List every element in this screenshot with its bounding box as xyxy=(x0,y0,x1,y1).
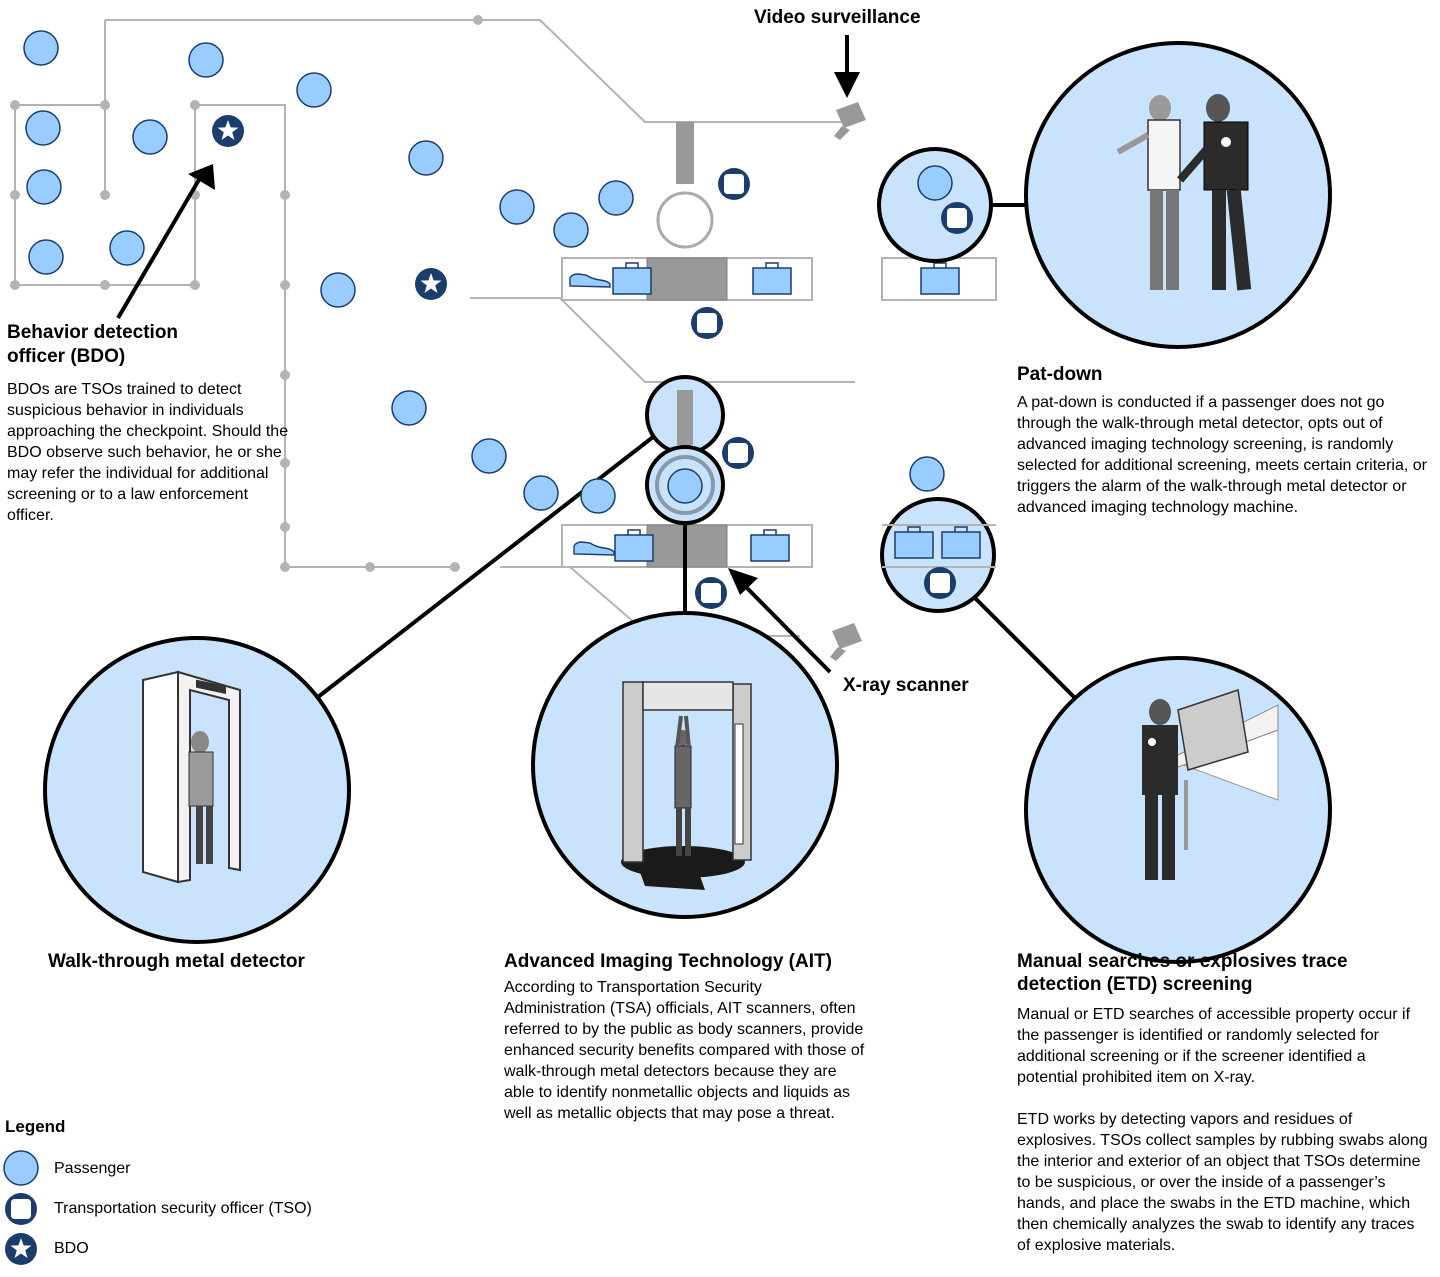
metal-detector-zoom-ring xyxy=(645,375,725,455)
ait-scanner-illustration xyxy=(531,611,839,919)
stanchion-posts xyxy=(10,15,483,572)
patdown-illustration xyxy=(1024,41,1332,349)
metal-detector-title: Walk-through metal detector xyxy=(48,951,305,972)
etd-description-2: ETD works by detecting vapors and residu… xyxy=(1017,1111,1428,1254)
bdo-title-line2: officer (BDO) xyxy=(7,346,126,367)
upper-lane xyxy=(561,122,997,301)
ait-description: According to Transportation Security Adm… xyxy=(504,979,865,1122)
legend-item-bdo: BDO xyxy=(54,1240,89,1257)
etd-description-1: Manual or ETD searches of accessible pro… xyxy=(1017,1006,1411,1086)
legend-item-passenger: Passenger xyxy=(54,1160,131,1177)
bdo-markers xyxy=(212,115,447,300)
etd-illustration xyxy=(1024,656,1332,964)
metal-detector-illustration xyxy=(43,636,351,944)
legend-item-tso: Transportation security officer (TSO) xyxy=(54,1200,312,1217)
ait-title: Advanced Imaging Technology (AIT) xyxy=(504,951,832,972)
legend-title: Legend xyxy=(5,1117,66,1136)
patdown-title: Pat-down xyxy=(1017,364,1103,385)
xray-scanner-label: X-ray scanner xyxy=(843,675,969,696)
etd-zoom-ring xyxy=(880,497,996,613)
bdo-title-line1: Behavior detection xyxy=(7,322,179,343)
queue-stanchions xyxy=(14,19,855,637)
video-surveillance-label: Video surveillance xyxy=(754,7,921,28)
etd-title-line2: detection (ETD) screening xyxy=(1017,974,1253,995)
callout-arrows xyxy=(116,35,860,674)
patdown-description: A pat-down is conducted if a passenger d… xyxy=(1017,394,1427,516)
ait-zoom-ring xyxy=(645,445,725,525)
video-camera-icon-bottom xyxy=(830,623,862,661)
bdo-description: BDOs are TSOs trained to detect suspicio… xyxy=(7,381,289,524)
patdown-zoom-ring xyxy=(877,147,993,263)
etd-title-line1: Manual searches or explosives trace xyxy=(1017,951,1348,972)
legend-icons xyxy=(3,1150,39,1265)
